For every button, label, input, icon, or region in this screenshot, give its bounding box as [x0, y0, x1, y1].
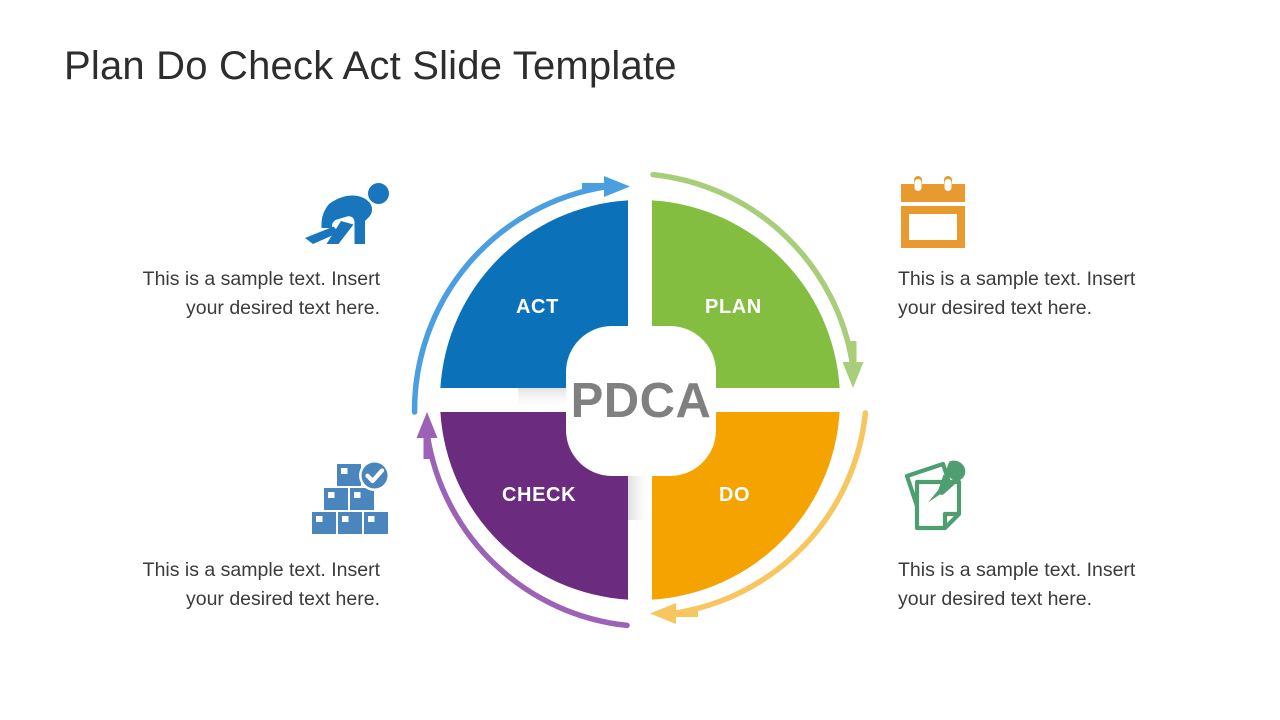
- calendar-icon: [897, 176, 969, 252]
- crouching-runner-icon: [303, 182, 395, 250]
- arrow-check-to-act: [416, 412, 438, 459]
- pdca-wheel: [400, 160, 880, 640]
- arc-plan: [650, 171, 864, 388]
- arc-check: [416, 412, 630, 629]
- arrow-do-to-check: [650, 603, 698, 624]
- callout-text-top-left: This is a sample text. Insert your desir…: [142, 268, 380, 319]
- pdca-center-badge: PDCA: [566, 326, 716, 476]
- quadrant-label-do: DO: [719, 484, 751, 506]
- page-title: Plan Do Check Act Slide Template: [64, 44, 677, 88]
- callout-text-bottom-right: This is a sample text. Insert your desir…: [898, 559, 1136, 610]
- arrow-act-to-plan: [582, 176, 630, 197]
- arrow-plan-to-do: [842, 341, 864, 388]
- quadrant-label-check: CHECK: [502, 484, 577, 506]
- pdca-center-label: PDCA: [570, 373, 712, 428]
- quadrant-label-plan: PLAN: [705, 296, 762, 318]
- pushpin-icon: [928, 460, 966, 503]
- arc-act: [411, 176, 630, 415]
- arc-do: [650, 410, 869, 624]
- callout-text-bottom-left: This is a sample text. Insert your desir…: [142, 559, 380, 610]
- sticky-notes-pin-icon: [897, 458, 975, 536]
- quadrant-label-act: ACT: [516, 296, 559, 318]
- callout-text-top-right: This is a sample text. Insert your desir…: [898, 268, 1136, 319]
- stacked-boxes-check-icon: [312, 462, 394, 534]
